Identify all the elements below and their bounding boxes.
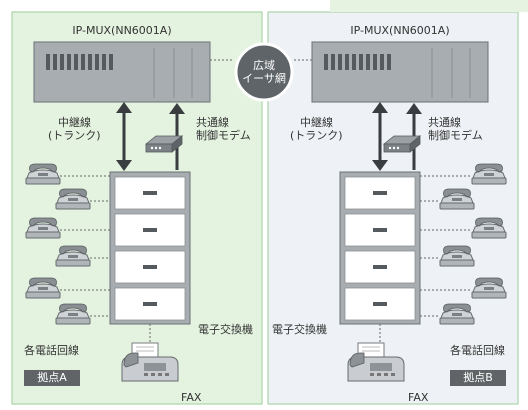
mux-label-b: IP-MUX(NN6001A)	[350, 24, 450, 37]
trunk-arrow-b	[372, 102, 388, 171]
fax-label-a: FAX	[181, 391, 202, 404]
trunk-label-a-1: 中継線	[58, 116, 91, 129]
pbx-label-a: 電子交換機	[198, 323, 253, 336]
network-cloud	[234, 42, 294, 102]
trunk-label-a-2: (トランク)	[48, 129, 101, 142]
phone-icon	[439, 188, 475, 210]
modem-label-a-2: 制御モデム	[196, 129, 251, 142]
phone-icon	[471, 163, 507, 185]
phones-label-a: 各電話回線	[24, 344, 79, 357]
phone-icon	[439, 245, 475, 267]
mux-device-b	[311, 41, 489, 103]
site-tag-b: 拠点B	[450, 370, 506, 386]
trunk-label-b-2: (トランク)	[290, 129, 343, 142]
phone-icon	[25, 163, 61, 185]
modem-label-b-1: 共通線	[428, 116, 461, 129]
fax-label-b: FAX	[408, 391, 429, 404]
modem-label-a-1: 共通線	[196, 116, 229, 129]
top-accent-strip	[330, 0, 528, 12]
mux-label-a: IP-MUX(NN6001A)	[72, 24, 172, 37]
trunk-label-b-1: 中継線	[300, 116, 333, 129]
phone-icon	[25, 217, 61, 239]
phones-label-b: 各電話回線	[450, 344, 505, 357]
phone-lines-a	[60, 175, 151, 345]
phone-icon	[25, 277, 61, 299]
phone-icon	[55, 188, 91, 210]
phone-icon	[471, 217, 507, 239]
phone-lines-b	[379, 175, 472, 345]
site-tag-a: 拠点A	[24, 370, 80, 386]
phone-icon	[471, 277, 507, 299]
phone-icon	[55, 303, 91, 325]
modem-label-b-2: 制御モデム	[428, 129, 483, 142]
trunk-arrow-a	[116, 102, 132, 171]
phone-icon	[439, 303, 475, 325]
pbx-label-b: 電子交換機	[272, 323, 327, 336]
phone-icon	[55, 245, 91, 267]
mux-device-a	[33, 41, 211, 103]
network-label-line2: イーサ網	[242, 72, 286, 85]
network-label-line1: 広域	[253, 59, 275, 72]
pbx-device-a	[109, 171, 191, 325]
pbx-device-b	[339, 171, 421, 325]
